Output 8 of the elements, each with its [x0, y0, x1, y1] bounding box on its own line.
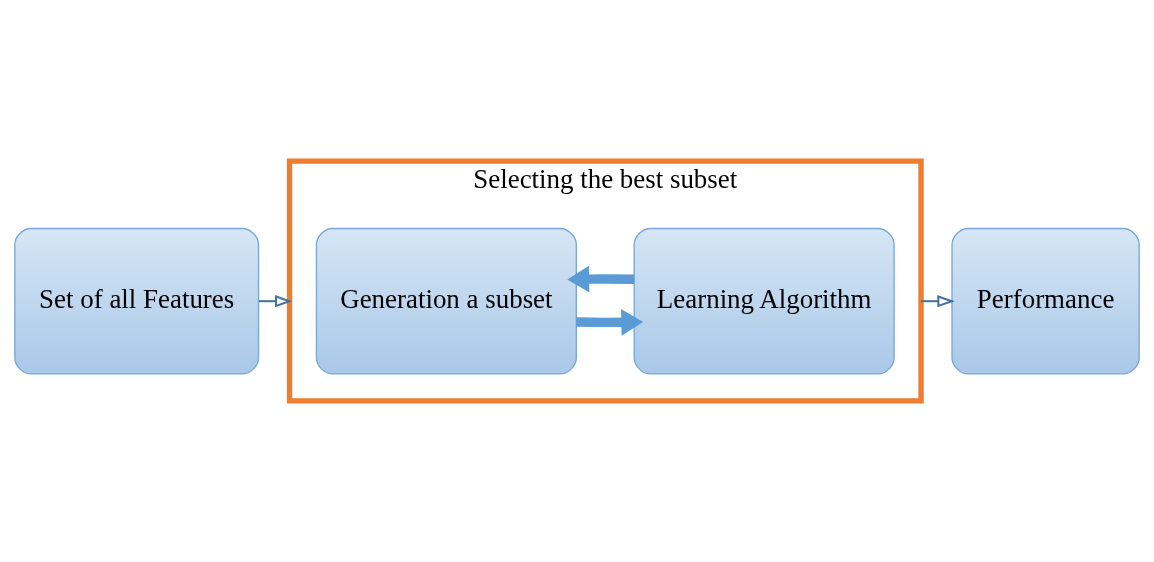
- arrow: [576, 308, 644, 336]
- node-box: Learning Algorithm: [633, 227, 895, 375]
- arrow: [258, 295, 293, 308]
- node-box: Set of all Features: [14, 227, 260, 375]
- arrow: [567, 265, 635, 293]
- node-box: Generation a subset: [315, 227, 577, 375]
- arrow: [921, 295, 955, 308]
- node-box: Performance: [951, 227, 1140, 375]
